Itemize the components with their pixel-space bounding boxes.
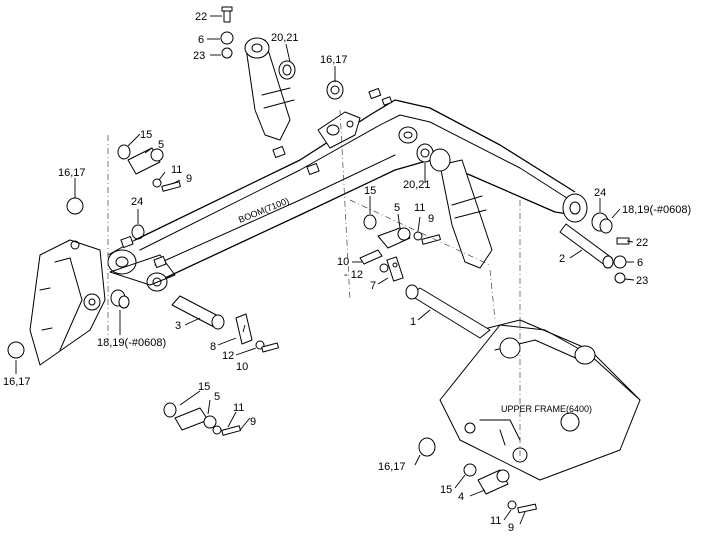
left-bracket	[29, 239, 106, 366]
label-9-upper: 9	[186, 173, 192, 185]
label-23-top: 23	[193, 50, 205, 62]
label-11-upper: 11	[171, 164, 182, 176]
label-9-bottom-right: 9	[508, 522, 514, 534]
label-15-bottom: 15	[198, 381, 210, 393]
label-22-right: 22	[636, 237, 648, 249]
upper-frame-label: UPPER FRAME(6400)	[501, 404, 592, 414]
leader-lines	[15, 15, 635, 525]
label-24-right: 24	[594, 187, 606, 199]
label-15-bottom-right: 15	[440, 484, 452, 496]
part-labels: 22 6 23 20,21 16,17 15 5 11 9 16,17 24 1…	[3, 11, 691, 534]
label-6-right: 6	[637, 257, 643, 269]
label-16-17-top: 16,17	[320, 54, 348, 66]
label-8: 8	[210, 341, 216, 353]
label-4: 4	[458, 491, 464, 503]
label-20-21-middle: 20,21	[403, 179, 431, 191]
label-11-bottom: 11	[233, 402, 244, 414]
label-22-top: 22	[195, 11, 207, 23]
small-parts	[7, 6, 630, 514]
label-11-bottom-right: 11	[490, 515, 501, 527]
pin-1	[386, 256, 491, 339]
center-lines	[107, 109, 521, 460]
label-15-upper: 15	[140, 129, 152, 141]
label-24-left: 24	[131, 196, 143, 208]
pin-2	[559, 223, 614, 269]
label-5-upper: 5	[158, 139, 164, 151]
label-11-middle: 11	[414, 202, 425, 214]
label-2: 2	[559, 253, 565, 265]
label-7: 7	[370, 280, 376, 292]
boom-part-label: BOOM(7100)	[237, 196, 290, 225]
pin-3	[171, 295, 225, 330]
label-6-top: 6	[198, 34, 204, 46]
label-18-19-right: 18,19(-#0608)	[622, 204, 691, 216]
label-10-middle: 10	[337, 256, 349, 268]
upper-cylinder	[244, 37, 296, 141]
label-1: 1	[410, 316, 416, 328]
label-3: 3	[175, 320, 181, 332]
label-9-bottom: 9	[250, 416, 256, 428]
label-16-17-bottom-right: 16,17	[378, 461, 406, 473]
label-5-middle: 5	[394, 202, 400, 214]
label-10-lower: 10	[236, 361, 248, 373]
label-5-bottom: 5	[214, 391, 220, 403]
label-12-middle: - 12	[344, 269, 363, 281]
label-16-17-bottom-left: 16,17	[3, 376, 31, 388]
label-12-lower: 12	[222, 350, 234, 362]
lower-cylinder	[416, 143, 493, 269]
upper-frame: UPPER FRAME(6400)	[439, 319, 641, 481]
label-20-21-top: 20,21	[271, 32, 299, 44]
label-18-19-left: 18,19(-#0608)	[97, 337, 166, 349]
label-23-right: 23	[636, 275, 648, 287]
label-15-middle: 15	[364, 185, 376, 197]
label-9-middle: 9	[428, 213, 434, 225]
label-16-17-left: 16,17	[58, 167, 86, 179]
